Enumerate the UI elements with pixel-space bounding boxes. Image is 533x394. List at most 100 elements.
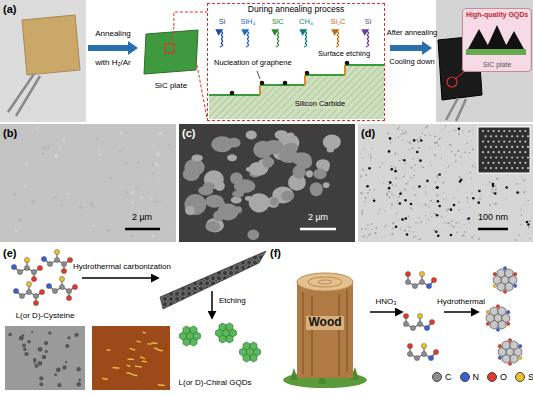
scale-label: 2 µm: [132, 212, 152, 222]
quantum-dot: [77, 382, 82, 387]
tem-texture: [401, 134, 402, 135]
quantum-dot: [19, 336, 24, 341]
atom: [486, 322, 490, 326]
lattice-fringe: [490, 146, 492, 148]
tem-texture: [378, 209, 380, 211]
quantum-dot: [389, 181, 392, 184]
tem-texture: [420, 167, 422, 169]
quantum-dot: [42, 355, 46, 359]
hex-ring: [226, 323, 233, 331]
tem-texture: [396, 214, 397, 215]
tem-texture: [455, 160, 457, 162]
hex-ring: [510, 341, 518, 350]
lattice-fringe: [495, 146, 497, 148]
porous-texture: [323, 134, 341, 149]
tem-texture: [403, 176, 405, 178]
legend-item: N: [460, 372, 480, 382]
atom: [407, 351, 412, 356]
tem-texture: [529, 238, 530, 239]
atom: [54, 249, 59, 254]
tem-texture: [487, 183, 489, 185]
tem-texture: [425, 222, 427, 224]
sem-texture: [168, 143, 170, 145]
tem-texture: [418, 158, 419, 159]
afm-feature: [142, 360, 147, 362]
sem-texture: [159, 201, 161, 203]
lattice-fringe: [485, 146, 487, 148]
panel-label: (a): [3, 3, 16, 16]
tem-texture: [464, 224, 465, 225]
graphene-nucleus: [305, 71, 310, 76]
afm-image: [92, 326, 170, 390]
tem-texture: [414, 175, 416, 177]
tem-texture: [441, 129, 442, 130]
tem-texture: [453, 130, 454, 131]
tem-texture: [361, 210, 363, 212]
photo-background: [436, 0, 533, 122]
hex-ring: [190, 326, 197, 334]
tem-texture: [392, 222, 394, 224]
hex-ring: [498, 320, 506, 329]
tem-texture: [412, 158, 414, 160]
tem-texture: [518, 234, 519, 235]
tem-texture: [433, 202, 434, 203]
zoom-line: [196, 60, 207, 118]
quantum-dot: [492, 183, 495, 186]
lattice-fringe: [490, 167, 492, 169]
molecule: [405, 271, 436, 288]
lattice-fringe: [524, 151, 526, 153]
tem-texture: [431, 165, 432, 166]
porous-texture: [270, 197, 278, 206]
molecule: [13, 281, 44, 305]
tem-texture: [493, 203, 494, 204]
tem-texture: [362, 169, 364, 171]
tem-texture: [397, 136, 399, 138]
lattice-fringe: [482, 141, 484, 143]
tem-texture: [412, 169, 414, 171]
tem-texture: [374, 189, 375, 190]
lattice-fringe: [498, 162, 500, 164]
tem-texture: [528, 226, 530, 228]
atom: [424, 325, 429, 330]
tem-texture: [437, 177, 438, 178]
species-label: Si: [365, 18, 372, 27]
tem-texture: [411, 195, 413, 197]
molecule: [403, 313, 434, 330]
atom: [33, 300, 38, 305]
tem-texture: [421, 221, 423, 223]
tem-texture: [428, 132, 430, 134]
hex-ring: [510, 354, 518, 363]
wood-stump: Wood: [283, 258, 367, 388]
tem-texture: [419, 135, 421, 137]
atom: [17, 269, 22, 274]
tem-texture: [459, 201, 461, 203]
atom: [61, 268, 66, 273]
legend-text: C: [445, 372, 452, 382]
lattice-fringe: [493, 141, 495, 143]
tem-texture: [361, 228, 363, 230]
tem-texture: [492, 188, 494, 190]
tem-texture: [417, 141, 419, 143]
tem-texture: [521, 209, 522, 210]
tem-texture: [472, 165, 474, 167]
tem-texture: [434, 142, 436, 144]
tem-texture: [388, 191, 390, 193]
sem-texture: [26, 163, 28, 165]
node-title: Wood: [306, 316, 343, 330]
tem-texture: [417, 223, 418, 224]
porous-texture: [184, 159, 204, 176]
tem-texture: [428, 148, 429, 149]
lattice-fringe: [500, 156, 502, 158]
tem-texture: [473, 234, 475, 236]
atom: [52, 288, 57, 293]
porous-texture: [279, 150, 300, 163]
tem-texture: [370, 160, 372, 162]
lattice-fringe: [522, 135, 524, 137]
atom: [47, 261, 52, 266]
afm-feature: [148, 343, 152, 344]
quantum-dot: [399, 202, 402, 205]
tem-texture: [363, 235, 365, 237]
node-title: High-quality GQDs: [466, 11, 528, 19]
quantum-dot-sheet: [216, 323, 237, 343]
tem-texture: [521, 176, 523, 178]
